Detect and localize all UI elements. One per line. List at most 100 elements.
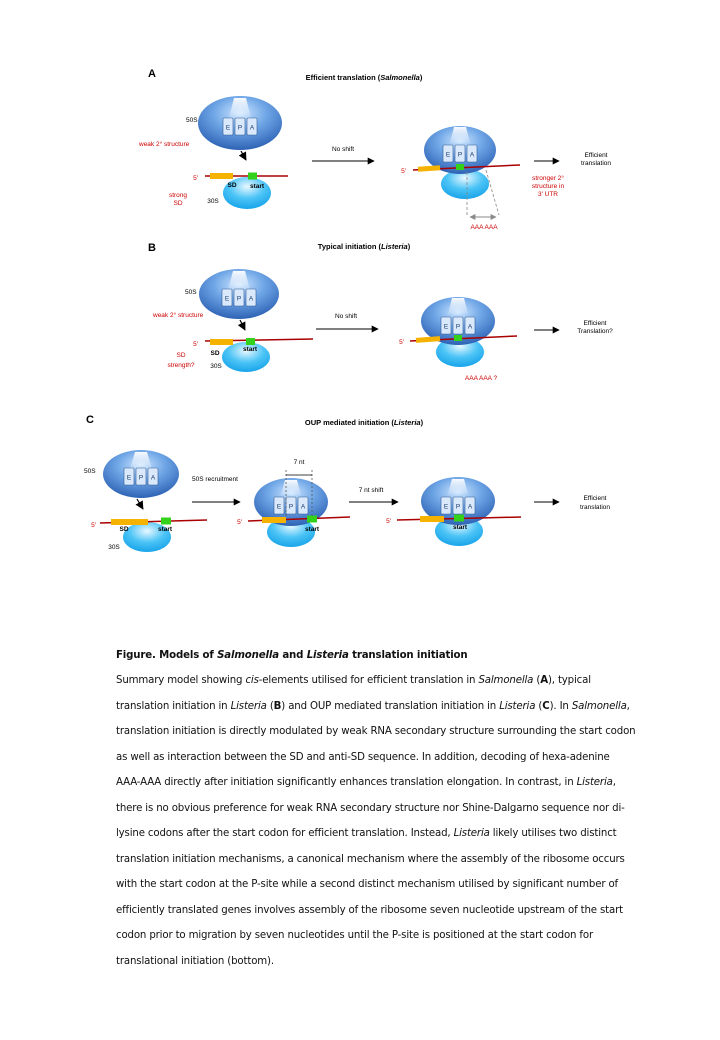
start-box <box>246 338 255 345</box>
ribosome-30s <box>223 177 271 209</box>
caption-run: ). In <box>549 700 572 712</box>
svg-text:start: start <box>453 524 468 531</box>
caption-run: Listeria <box>453 828 490 839</box>
svg-text:P: P <box>237 296 241 303</box>
sd-box <box>420 516 444 522</box>
svg-text:start: start <box>305 526 320 533</box>
a-site <box>464 496 476 515</box>
svg-text:No shift: No shift <box>335 313 357 320</box>
caption-run: ( <box>266 700 274 712</box>
svg-text:E: E <box>225 296 230 303</box>
panel-letter: A <box>148 68 156 80</box>
svg-text:A: A <box>470 152 475 159</box>
caption-run: Listeria <box>230 700 267 712</box>
caption-run: B <box>273 700 282 712</box>
ribosome-30s <box>441 169 489 199</box>
svg-text:translation: translation <box>581 160 611 167</box>
svg-text:5′: 5′ <box>237 519 243 526</box>
caption-run: -elements utilised for efficient transla… <box>258 675 479 686</box>
panel-title: Typical initiation (Listeria) <box>318 242 411 251</box>
e-site <box>221 288 233 307</box>
weak-structure-label: weak 2° structure <box>138 140 190 148</box>
svg-text:SD: SD <box>227 182 236 189</box>
sd-box <box>111 519 148 525</box>
caption-run: likely utilises two distinct translation… <box>116 828 625 967</box>
ribosome-30s <box>222 342 270 372</box>
caption-run: Listeria <box>499 700 536 712</box>
label-50s: 50S <box>84 468 96 475</box>
svg-text:A: A <box>250 125 255 132</box>
caption-run: , there is no obvious preference for wea… <box>116 777 625 839</box>
a-site <box>147 467 159 486</box>
aaa-label: AAA AAA <box>470 224 498 231</box>
svg-text:strong: strong <box>169 192 187 199</box>
svg-text:strength?: strength? <box>167 362 194 369</box>
panel-c: C OUP mediated initiation (Listeria) E P… <box>84 414 610 552</box>
caption-run: ), typical translation initiation in <box>116 675 591 712</box>
panel-letter: C <box>86 414 94 426</box>
svg-text:A: A <box>301 504 306 511</box>
caption-body: Summary model showing cis-elements utili… <box>116 668 636 974</box>
aaa-label: AAA AAA ? <box>465 375 498 382</box>
svg-text:A: A <box>468 324 473 331</box>
svg-text:SD: SD <box>119 526 128 533</box>
svg-text:30S: 30S <box>210 363 222 370</box>
p-site <box>452 496 464 515</box>
assembly-arrow <box>237 319 246 331</box>
start-box <box>161 517 171 525</box>
p-site <box>234 117 246 136</box>
a-site <box>466 144 478 163</box>
sd-box <box>210 173 233 179</box>
svg-text:5′: 5′ <box>386 518 392 525</box>
svg-text:P: P <box>456 504 460 511</box>
svg-text:30S: 30S <box>207 198 219 205</box>
svg-text:start: start <box>250 183 265 190</box>
p-site <box>454 144 466 163</box>
a-site <box>245 288 257 307</box>
svg-text:SD: SD <box>173 200 182 207</box>
start-box <box>248 172 257 180</box>
assembly-arrow <box>135 498 144 510</box>
caption-run: ( <box>533 675 541 686</box>
svg-text:start: start <box>243 346 258 353</box>
svg-text:E: E <box>444 504 449 511</box>
figure-diagram: A Efficient translation (Salmonella) E P… <box>84 68 613 552</box>
svg-text:Translation?: Translation? <box>577 328 613 335</box>
e-site <box>273 496 285 515</box>
caption-title: Figure. Models of Salmonella and Listeri… <box>116 650 468 661</box>
svg-text:E: E <box>446 152 451 159</box>
sd-box <box>262 517 286 523</box>
ribosome-30s <box>123 522 171 552</box>
start-box <box>454 514 464 522</box>
e-site <box>440 316 452 335</box>
panel-title: Efficient translation (Salmonella) <box>306 73 423 82</box>
panel-title: OUP mediated initiation (Listeria) <box>305 418 424 427</box>
svg-text:start: start <box>158 526 173 533</box>
label-50s: 50S <box>185 289 197 296</box>
svg-text:P: P <box>456 324 460 331</box>
svg-text:30S: 30S <box>108 544 120 551</box>
svg-text:P: P <box>238 125 242 132</box>
svg-text:Efficient: Efficient <box>584 152 607 159</box>
a-site <box>246 117 258 136</box>
svg-text:5′: 5′ <box>193 341 199 348</box>
sd-box <box>417 165 441 172</box>
svg-text:A: A <box>151 475 156 482</box>
svg-text:translation: translation <box>580 504 610 511</box>
caption-run: Salmonella <box>571 700 627 712</box>
svg-text:5′: 5′ <box>401 168 407 175</box>
panel-a: A Efficient translation (Salmonella) E P… <box>138 68 611 231</box>
caption-run: ( <box>535 700 543 712</box>
svg-text:E: E <box>444 324 449 331</box>
start-box <box>307 515 317 523</box>
a-site <box>297 496 309 515</box>
svg-text:A: A <box>468 504 473 511</box>
svg-text:A: A <box>249 296 254 303</box>
p-site <box>452 316 464 335</box>
caption-run: cis <box>245 675 259 686</box>
svg-text:E: E <box>226 125 231 132</box>
caption-run: Salmonella <box>478 675 534 686</box>
panel-letter: B <box>148 242 156 254</box>
start-box <box>454 335 462 341</box>
sd-box <box>210 339 233 345</box>
